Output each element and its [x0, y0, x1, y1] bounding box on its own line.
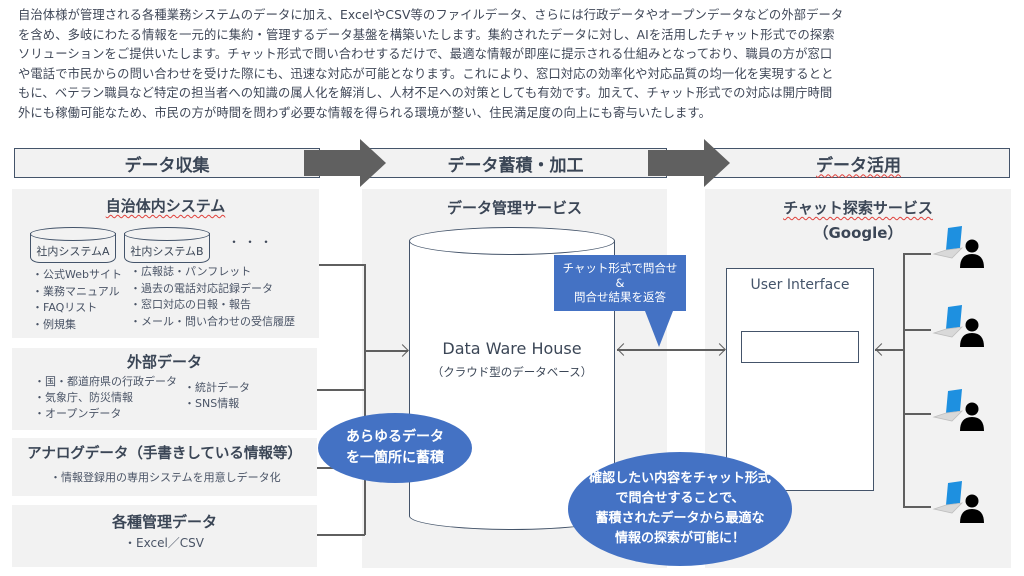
- internal-list-right: ・広報誌・パンフレット ・過去の電話対応記録データ ・窓口対応の日報・報告 ・メ…: [130, 264, 295, 330]
- more-systems-ellipsis: ・・・: [228, 235, 277, 249]
- bubble-line: で問合せすることで、: [615, 491, 745, 506]
- query-callout: チャット形式で問合せ & 問合せ結果を返答: [554, 255, 686, 311]
- chat-input-field: [741, 331, 859, 363]
- intro-paragraph: 自治体様が管理される各種業務システムのデータに加え、ExcelやCSV等のファイ…: [18, 6, 1018, 124]
- bubble-line: あらゆるデータ: [346, 429, 444, 445]
- intro-line: を含め、多岐にわたる情報を一元的に集約・管理するデータ基盤を構築いたします。集約…: [18, 27, 835, 42]
- callout-line: チャット形式で問合せ: [562, 261, 678, 275]
- stage-label: データ活用: [816, 155, 901, 176]
- bubble-line: 確認したい内容をチャット形式: [589, 471, 771, 486]
- bubble-line: を一箇所に蓄積: [346, 450, 444, 466]
- stage-label: データ蓄積・加工: [447, 155, 584, 176]
- intro-line: 外にも稼働可能なため、市民の方が時間を問わず必要な情報を得られる環境が整い、住民…: [18, 105, 711, 120]
- internal-list-left: ・公式Webサイト ・業務マニュアル ・FAQリスト ・例規集: [32, 267, 122, 333]
- user-interface-box: User Interface: [726, 268, 874, 491]
- panel-title: 外部データ: [126, 353, 202, 371]
- panel-managed-data: 各種管理データ ・Excel／CSV: [12, 505, 317, 567]
- callout-line: &: [615, 275, 625, 290]
- panel-title: チャット探索サービス: [783, 199, 933, 217]
- list-item: ・公式Webサイト: [32, 268, 122, 281]
- panel-analog-data: アナログデータ（手書きしている情報等） ・情報登録用の専用システムを用意しデータ…: [12, 438, 317, 496]
- list-item: ・メール・問い合わせの受信履歴: [130, 314, 295, 328]
- database-icon-system-a: 社内システムA: [29, 227, 117, 263]
- external-list-right: ・統計データ ・SNS情報: [184, 380, 250, 412]
- intro-line: ソリューションをご提供いたします。チャット形式で問い合わせするだけで、最適な情報…: [18, 47, 833, 62]
- list-item: ・広報誌・パンフレット: [130, 265, 252, 278]
- database-icon-system-b: 社内システムB: [123, 227, 211, 263]
- dwh-title: Data Ware House: [442, 339, 582, 358]
- intro-line: もに、ベテラン職員など特定の担当者への知識の属人化を解消し、人材不足への対策とし…: [18, 86, 833, 101]
- system-label: 社内システムA: [36, 244, 110, 258]
- list-item: ・SNS情報: [184, 397, 240, 410]
- intro-line: や電話で市民からの問い合わせを受けた際にも、迅速な対応が可能となります。これによ…: [18, 66, 834, 81]
- list-item: ・過去の電話対応記録データ: [130, 281, 273, 295]
- system-label: 社内システムB: [130, 244, 204, 258]
- list-item: ・オープンデータ: [34, 407, 122, 420]
- user-laptop-icon: [932, 226, 988, 274]
- bubble-chat-search: 確認したい内容をチャット形式 で問合せすることで、 蓄積されたデータから最適な …: [568, 452, 792, 566]
- callout-tail: [645, 311, 673, 347]
- panel-internal-systems: 自治体内システム 社内システムA 社内システムB ・・・ ・公式Webサイト ・…: [12, 189, 319, 338]
- panel-subtitle: （Google）: [813, 224, 903, 242]
- list-item: ・国・都道府県の行政データ: [34, 375, 177, 388]
- panel-external-data: 外部データ ・国・都道府県の行政データ ・気象庁、防災情報 ・オープンデータ ・…: [12, 348, 317, 430]
- list-item: ・情報登録用の専用システムを用意しデータ化: [50, 471, 281, 484]
- list-item: ・業務マニュアル: [32, 284, 120, 298]
- panel-title: 各種管理データ: [111, 513, 217, 531]
- stage-header-collection: データ収集: [14, 148, 320, 178]
- user-laptop-icon: [932, 481, 988, 529]
- user-laptop-icon: [932, 389, 988, 437]
- list-item: ・窓口対応の日報・報告: [130, 298, 251, 311]
- stage-label: データ収集: [124, 155, 210, 176]
- callout-line: 問合せ結果を返答: [574, 290, 666, 304]
- user-laptop-icon: [932, 305, 988, 353]
- dwh-subtitle: （クラウド型のデータベース）: [431, 365, 593, 379]
- list-item: ・FAQリスト: [32, 301, 98, 314]
- list-item: ・気象庁、防災情報: [34, 391, 133, 404]
- bubble-line: 蓄積されたデータから最適な: [595, 511, 765, 526]
- bubble-line: 情報の探索が可能に！: [614, 531, 745, 546]
- intro-line: 自治体様が管理される各種業務システムのデータに加え、ExcelやCSV等のファイ…: [18, 8, 844, 22]
- stage-header-storage: データ蓄積・加工: [364, 148, 667, 178]
- list-item: ・例規集: [32, 317, 76, 331]
- stage-header-usage: データ活用: [707, 148, 1010, 178]
- bubble-accumulate-data: あらゆるデータ を一箇所に蓄積: [318, 413, 472, 483]
- list-item: ・統計データ: [184, 381, 250, 394]
- panel-title: データ管理サービス: [446, 199, 582, 217]
- ui-title: User Interface: [750, 277, 850, 293]
- panel-title: 自治体内システム: [105, 197, 226, 215]
- list-item: ・Excel／CSV: [124, 536, 204, 550]
- panel-title: アナログデータ（手書きしている情報等）: [27, 446, 302, 462]
- external-list-left: ・国・都道府県の行政データ ・気象庁、防災情報 ・オープンデータ: [34, 374, 177, 422]
